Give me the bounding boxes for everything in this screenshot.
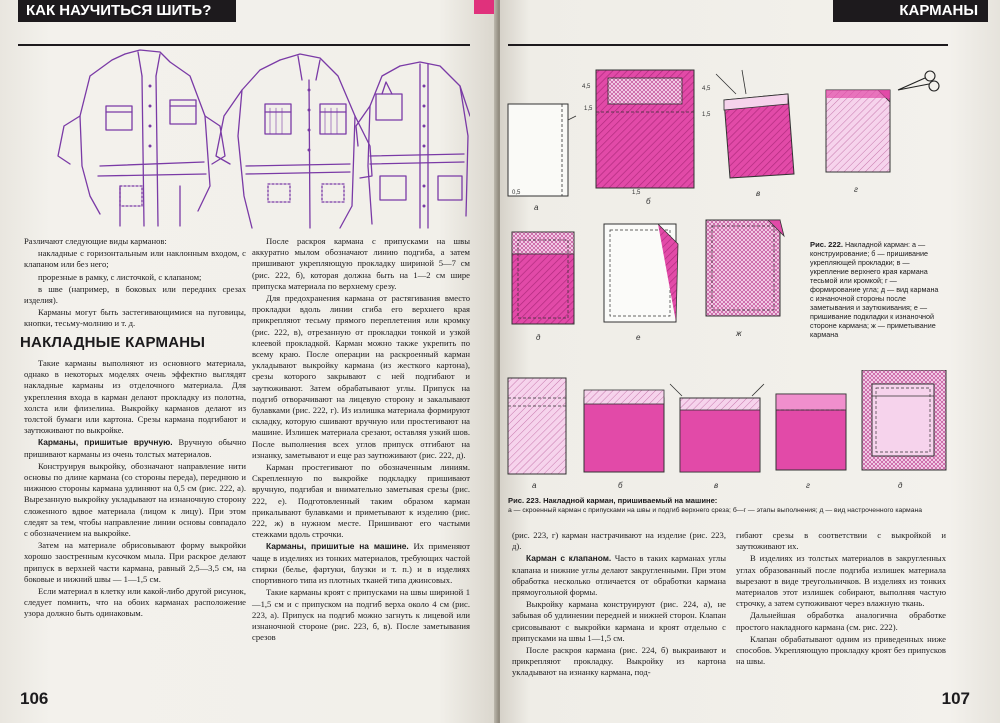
intro-line: Различают следующие виды карманов: xyxy=(24,236,167,246)
subheading: Карманы, пришитые вручную. xyxy=(38,437,173,448)
dim-label: 0,5 xyxy=(512,190,521,196)
figure-222-caption: Рис. 222. Накладной карман: а — конструи… xyxy=(810,240,942,339)
page-number-right: 107 xyxy=(941,689,970,708)
page-number-left: 106 xyxy=(20,689,49,708)
paragraph: Для предохранения кармана от растягивани… xyxy=(252,293,470,460)
paragraph: Карман простегивают по обозначенным лини… xyxy=(252,462,470,540)
paragraph: Если материал в клетку или какой-либо др… xyxy=(24,586,246,619)
paragraph: Конструируя выкройку, обозначают направл… xyxy=(24,460,246,539)
paragraph: Дальнейшая обработка аналогична обработк… xyxy=(736,610,946,632)
paragraph: Выкройку кармана конструируют (рис. 224,… xyxy=(512,599,726,643)
paragraph: После раскроя кармана (рис. 224, б) выкр… xyxy=(512,645,726,678)
fig-label: г xyxy=(854,185,858,194)
bookmark-ribbon xyxy=(474,0,498,14)
figure-223: а б в г д xyxy=(507,370,947,490)
intro-line: накладные с горизонтальным или наклонным… xyxy=(24,248,246,270)
left-column-1: Такие карманы выполняют из основного мат… xyxy=(24,358,246,621)
subheading: Карманы, пришитые на машине. xyxy=(266,541,409,552)
fig-label: д xyxy=(536,333,541,342)
header-rule xyxy=(508,44,948,46)
intro-line: Карманы могут быть застегивающимися на п… xyxy=(24,307,246,329)
left-running-header: КАК НАУЧИТЬСЯ ШИТЬ? xyxy=(18,0,236,22)
caption-title: Рис. 223. Накладной карман, пришиваемый … xyxy=(508,496,718,505)
right-column-2: гибают срезы в соответствии с выкройкой … xyxy=(736,530,946,668)
dim-label: 1,5 xyxy=(584,106,593,112)
fig-label: б xyxy=(618,481,623,490)
dim-label: 1,5 xyxy=(632,190,641,196)
intro-line: в шве (например, в боковых или передних … xyxy=(24,283,246,306)
subheading: Карман с клапаном. xyxy=(526,553,612,564)
fig-label: в xyxy=(714,481,718,490)
book-gutter xyxy=(494,0,504,723)
caption-title: Рис. 222. xyxy=(810,240,843,249)
paragraph: Их применяют чаще в изделиях из тонких м… xyxy=(252,541,470,586)
intro-line: прорезные в рамку, с листочкой, с клапан… xyxy=(38,271,202,282)
paragraph: гибают срезы в соответствии с выкройкой … xyxy=(736,530,946,552)
paragraph: Клапан обрабатывают одним из приведенных… xyxy=(736,633,946,667)
paragraph: Такие карманы выполняют из основного мат… xyxy=(24,358,246,436)
fig-label: д xyxy=(898,481,903,490)
fig-label: б xyxy=(646,197,651,206)
section-heading: НАКЛАДНЫЕ КАРМАНЫ xyxy=(20,334,206,351)
caption-lead: Накладной карман: xyxy=(844,240,910,249)
caption-body: а — скроенный карман с припусками на швы… xyxy=(508,507,923,514)
paragraph: Часто в таких карманах углы клапана и ни… xyxy=(512,553,726,598)
intro-text: Различают следующие виды карманов: накла… xyxy=(24,236,246,331)
header-rule xyxy=(18,44,470,46)
fig-label: ж xyxy=(735,329,742,338)
figure-223-caption: Рис. 223. Накладной карман, пришиваемый … xyxy=(508,496,948,515)
paragraph: После раскроя кармана с припусками на шв… xyxy=(252,236,470,291)
paragraph: Вручную обычно пришивают карманы из очен… xyxy=(24,437,246,459)
paragraph: В изделиях из толстых материалов в закру… xyxy=(736,553,946,609)
fig-label: а xyxy=(534,203,539,212)
dim-label: 4,5 xyxy=(582,84,591,90)
dim-label: 1,5 xyxy=(702,112,711,118)
paragraph: Такие карманы кроят с припусками на швы … xyxy=(252,587,470,643)
fig-label: а xyxy=(532,481,537,490)
fig-label: в xyxy=(756,189,760,198)
right-running-header: КАРМАНЫ xyxy=(833,0,988,22)
right-column-1: (рис. 223, г) карман настрачивают на изд… xyxy=(512,530,726,680)
dim-label: 4,5 xyxy=(702,86,711,92)
left-page: КАК НАУЧИТЬСЯ ШИТЬ? xyxy=(0,0,498,723)
figure-222: 0,5 а 4,5 1,5 1,5 б 4,5 1,5 в xyxy=(507,69,940,342)
right-page: КАРМАНЫ 0,5 xyxy=(500,0,1000,723)
fig-label: г xyxy=(806,481,810,490)
garment-illustration xyxy=(57,49,470,229)
left-column-2: После раскроя кармана с припусками на шв… xyxy=(252,236,470,644)
paragraph: Затем на материале обрисовывают форму вы… xyxy=(24,540,246,584)
fig-label: е xyxy=(636,333,641,342)
paragraph: (рис. 223, г) карман настрачивают на изд… xyxy=(512,530,726,552)
caption-body: а — конструирование; б — пришивание укре… xyxy=(810,240,939,339)
